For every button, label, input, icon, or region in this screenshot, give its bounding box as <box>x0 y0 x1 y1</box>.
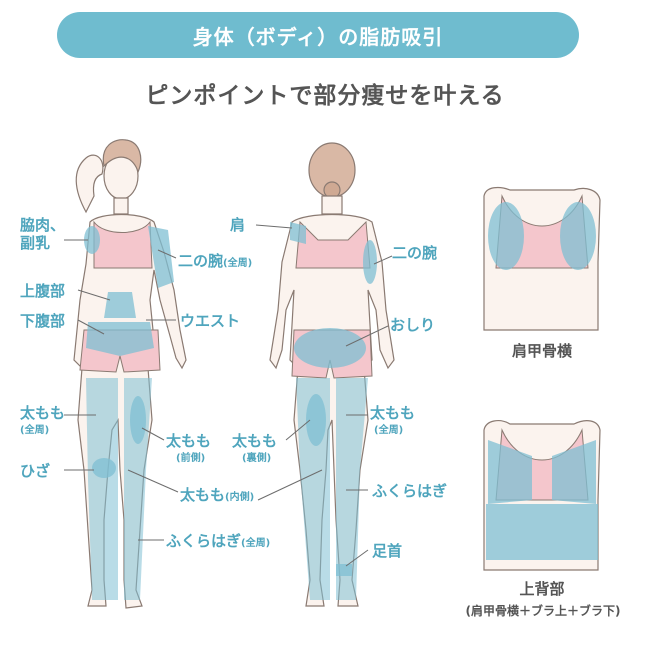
zone-front-upper-arm <box>148 226 174 288</box>
zone-front-knee <box>92 458 116 478</box>
label-thigh-inner: 太もも(内側) <box>180 486 254 507</box>
zone-front-leg-right <box>86 378 118 600</box>
label-front-upper-arm-note: (全周) <box>223 258 253 269</box>
label-armpit-line1: 脇肉、 <box>20 216 66 234</box>
label-armpit-line2: 副乳 <box>20 234 51 252</box>
zone-back-upper-arm <box>363 240 377 284</box>
zone-front-upper-abdomen <box>104 292 136 318</box>
label-front-thigh-note: (全周) <box>20 425 50 436</box>
page-title: 身体（ボディ）の脂肪吸引 <box>192 24 444 49</box>
zone-front-lower-abdomen <box>86 322 154 356</box>
label-thigh-front: 太もも (前側) <box>166 432 211 468</box>
page-subtitle: ピンポイントで部分痩せを叶える <box>145 83 505 109</box>
label-armpit: 脇肉、 副乳 <box>20 216 65 252</box>
zone-front-armpit <box>84 226 100 254</box>
caption-scapula: 肩甲骨横 <box>511 342 572 360</box>
label-front-calf: ふくらはぎ(全周) <box>166 532 270 553</box>
label-front-upper-arm: 二の腕(全周) <box>178 252 252 273</box>
title-banner: 身体（ボディ）の脂肪吸引 <box>57 12 579 58</box>
zone-back-buttocks <box>294 328 366 368</box>
zone-back-ankle <box>336 564 352 576</box>
zone-front-leg-left <box>124 378 152 600</box>
zone-scapula-right <box>560 202 596 270</box>
zone-back-thigh-back <box>306 394 326 446</box>
back-figure <box>269 142 395 607</box>
label-thigh-inner-note: (内側) <box>225 492 255 503</box>
label-buttocks: おしり <box>390 316 436 334</box>
label-back-calf: ふくらはぎ <box>372 482 448 500</box>
label-thigh-front-note: (前側) <box>176 453 206 464</box>
label-front-upper-arm-text: 二の腕 <box>178 252 224 270</box>
label-knee: ひざ <box>20 462 51 480</box>
label-ankle: 足首 <box>372 542 403 560</box>
caption-upper-back-note: (肩甲骨横＋ブラ上＋ブラ下) <box>465 604 621 618</box>
label-back-thigh-note: (全周) <box>374 425 404 436</box>
zone-upper-back-lower <box>486 504 598 560</box>
zone-upper-back-right <box>552 440 596 504</box>
zone-upper-back-left <box>488 440 532 504</box>
label-front-calf-note: (全周) <box>241 538 271 549</box>
zone-back-leg-left <box>336 378 368 600</box>
label-front-thigh: 太もも (全周) <box>20 404 65 440</box>
label-lower-abdomen: 下腹部 <box>20 312 66 330</box>
label-front-thigh-text: 太もも <box>20 404 66 422</box>
label-back-thigh-text: 太もも <box>370 404 416 422</box>
leader-lines <box>64 224 393 567</box>
label-back-thigh: 太もも (全周) <box>370 404 415 440</box>
label-thigh-back: 太もも (裏側) <box>232 432 277 468</box>
label-front-calf-text: ふくらはぎ <box>166 532 242 550</box>
label-thigh-front-text: 太もも <box>166 432 212 450</box>
label-thigh-back-note: (裏側) <box>242 453 272 464</box>
zone-back-shoulder <box>290 222 306 244</box>
label-thigh-back-text: 太もも <box>232 432 278 450</box>
highlight-zones <box>84 202 598 600</box>
label-waist: ウエスト <box>180 312 241 330</box>
zone-front-thigh-front <box>130 396 146 444</box>
label-thigh-inner-text: 太もも <box>180 486 226 504</box>
caption-upper-back: 上背部 <box>519 580 565 598</box>
label-upper-abdomen: 上腹部 <box>20 282 66 300</box>
label-shoulder: 肩 <box>230 216 246 234</box>
zone-scapula-left <box>488 202 524 270</box>
label-back-upper-arm: 二の腕 <box>392 244 438 262</box>
